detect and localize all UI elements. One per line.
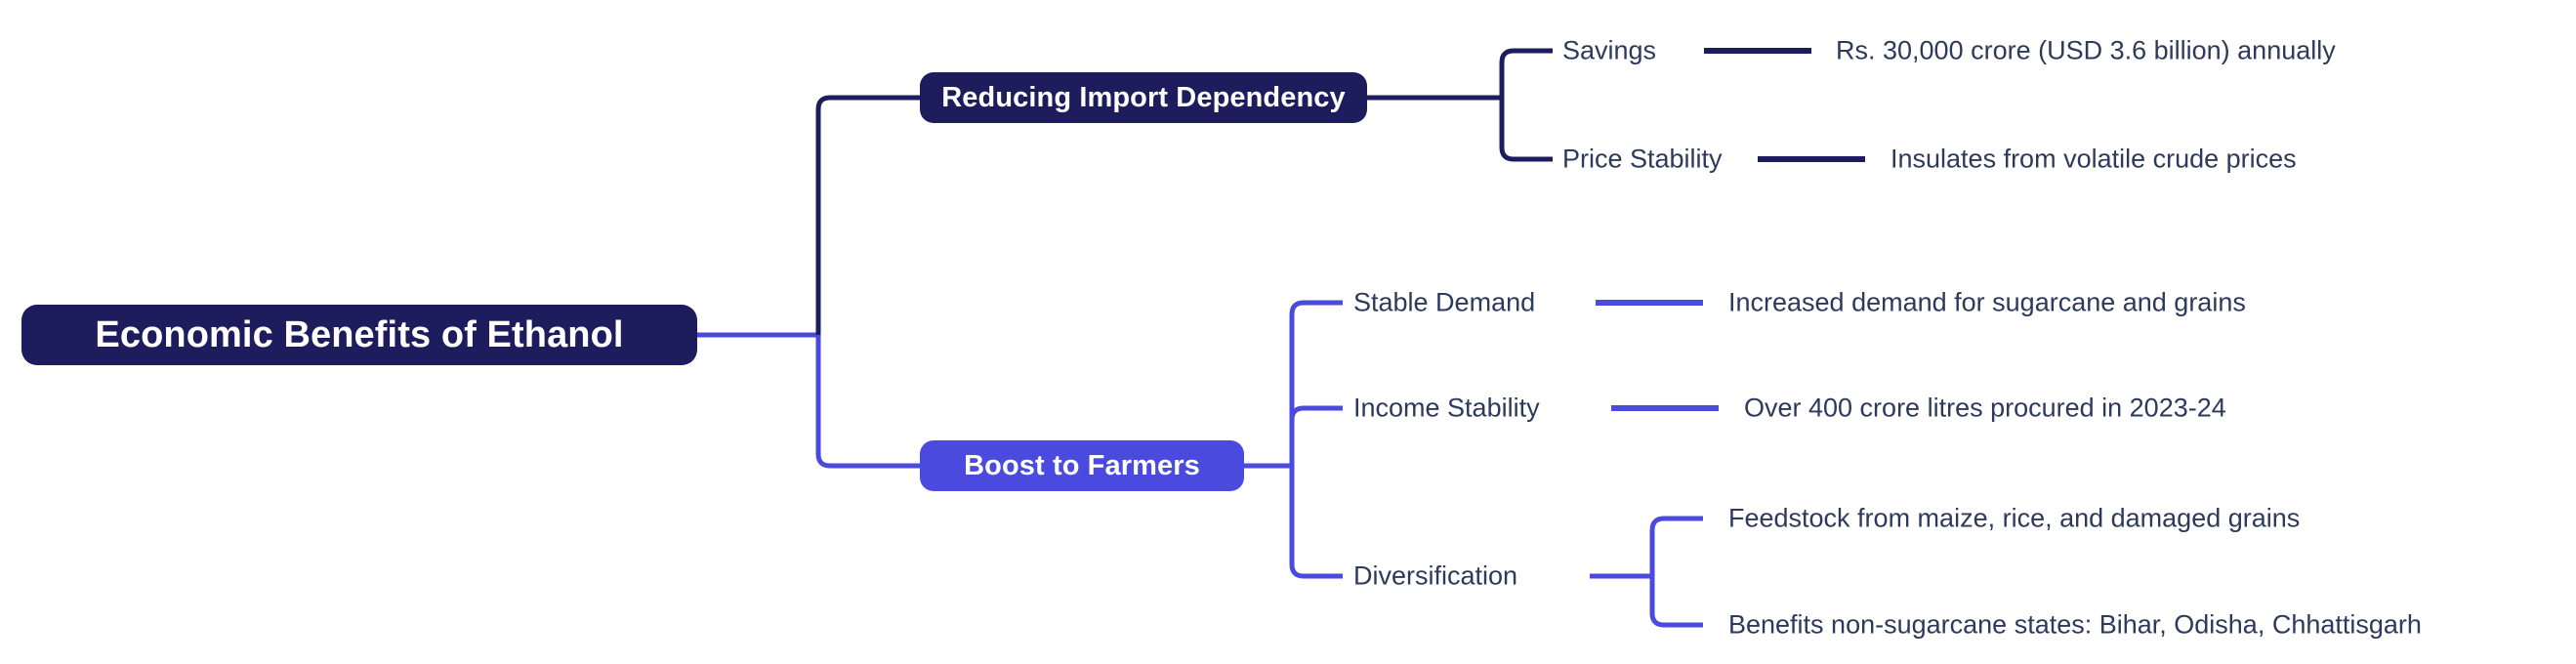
branch-node-reducing-import-dependency[interactable]: Reducing Import Dependency xyxy=(920,72,1367,123)
branch-node-boost-to-farmers[interactable]: Boost to Farmers xyxy=(920,440,1244,491)
edge-b1-to-price-stability xyxy=(1499,98,1553,162)
leaf-description-stable-demand: Increased demand for sugarcane and grain… xyxy=(1728,287,2246,317)
root-node-label: Economic Benefits of Ethanol xyxy=(95,313,624,355)
leaf-label-stable-demand[interactable]: Stable Demand xyxy=(1353,287,1536,317)
edge-diversification-to-benefits xyxy=(1649,576,1703,628)
leaf-description-savings: Rs. 30,000 crore (USD 3.6 billion) annua… xyxy=(1836,35,2336,65)
edge-root-to-reducing-import-dependency xyxy=(815,95,920,335)
leaf-label-diversification-benefits[interactable]: Benefits non-sugarcane states: Bihar, Od… xyxy=(1728,609,2422,640)
branch-node-label: Reducing Import Dependency xyxy=(941,81,1346,113)
edge-b2-to-income-stability xyxy=(1289,405,1343,466)
edge-diversification-to-feedstock xyxy=(1649,516,1703,576)
leaf-description-income-stability: Over 400 crore litres procured in 2023-2… xyxy=(1744,393,2226,423)
leaf-label-savings[interactable]: Savings xyxy=(1562,35,1657,65)
edge-b2-to-diversification xyxy=(1289,466,1343,579)
edge-b1-to-savings xyxy=(1499,48,1553,98)
edge-b2-to-stable-demand xyxy=(1289,300,1343,466)
leaf-label-diversification-feedstock[interactable]: Feedstock from maize, rice, and damaged … xyxy=(1728,503,2301,533)
leaf-label-diversification[interactable]: Diversification xyxy=(1353,560,1518,591)
branch-node-label: Boost to Farmers xyxy=(964,449,1200,481)
leaf-description-price-stability: Insulates from volatile crude prices xyxy=(1890,144,2297,174)
leaf-label-income-stability[interactable]: Income Stability xyxy=(1353,393,1540,423)
root-node[interactable]: Economic Benefits of Ethanol xyxy=(21,305,697,365)
edge-root-to-boost-to-farmers xyxy=(815,335,920,469)
leaf-label-price-stability[interactable]: Price Stability xyxy=(1562,144,1723,174)
